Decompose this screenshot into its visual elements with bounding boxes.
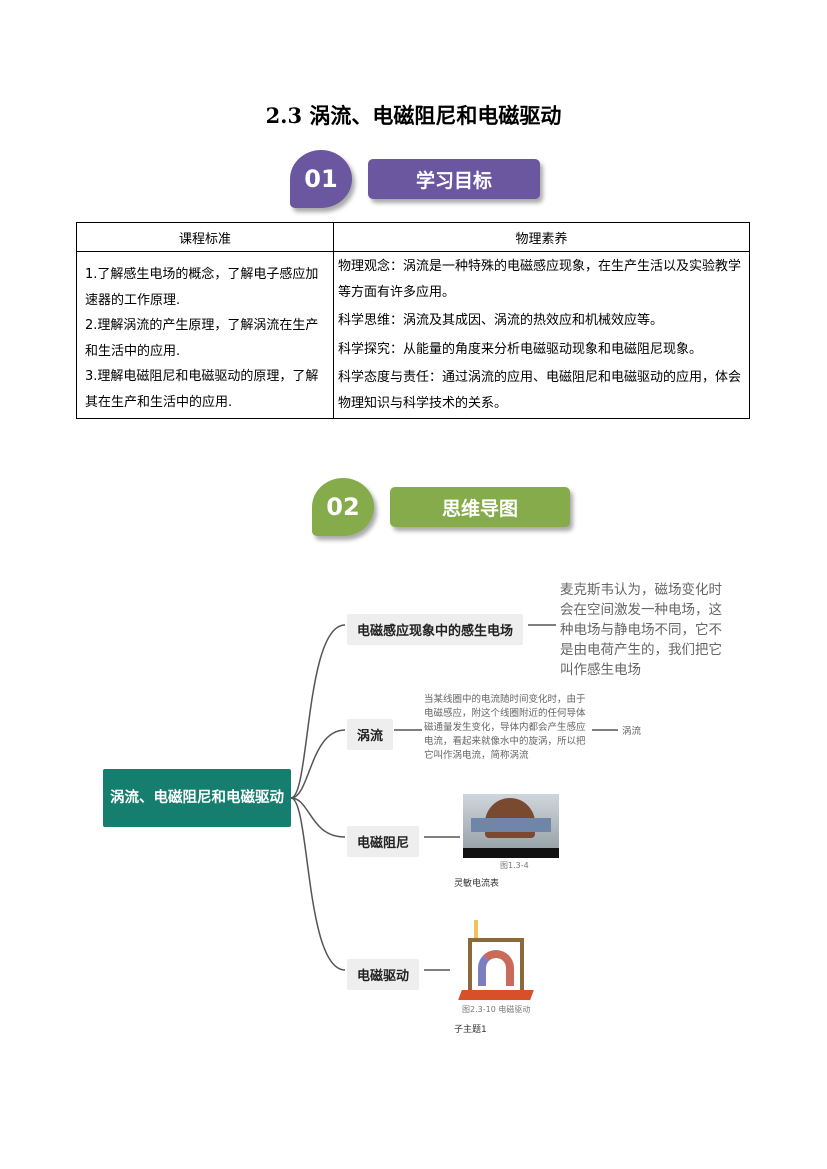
section-number: 02 [312,478,374,536]
mind-map: 涡流、电磁阻尼和电磁驱动 电磁感应现象中的感生电场 麦克斯韦认为，磁场变化时会在… [0,560,827,1060]
header-literacy: 物理素养 [333,222,750,252]
magnet-drive-image [458,920,534,1002]
note-eddy: 当某线圈中的电流随时间变化时，由于电磁感应，附这个线圈附近的任何导体磁通量发生变… [424,694,586,761]
literacy-item: 科学探究：从能量的角度来分析电磁驱动现象和电磁阻尼现象。 [338,341,703,357]
branch-eddy: 涡流 [347,719,394,750]
section-label: 思维导图 [390,487,570,527]
galvanometer-image [463,794,559,858]
mindmap-root: 涡流、电磁阻尼和电磁驱动 [103,769,291,827]
literacy-item: 科学思维：涡流及其成因、涡流的热效应和机械效应等。 [338,313,664,328]
literacy-item: 物理观念：涡流是一种特殊的电磁感应现象，在生产生活以及实验教学等方面有许多应用。 [338,259,742,300]
branch-drive: 电磁驱动 [347,959,420,990]
image-caption: 图1.3-4 [500,861,529,870]
connector-lines [290,624,618,971]
image-caption: 图2.3-10 电磁驱动 [462,1005,531,1014]
curriculum-item: 1.了解感生电场的概念，了解电子感应加速器的工作原理. [85,267,319,308]
sub-drive: 子主题1 [454,1025,487,1035]
goals-table: 课程标准物理素养 1.了解感生电场的概念，了解电子感应加速器的工作原理. 2.理… [76,222,750,419]
leaf-eddy: 涡流 [622,726,642,737]
note-induced-field: 麦克斯韦认为，磁场变化时会在空间激发一种电场，这种电场与静电场不同，它不是由电荷… [560,582,722,678]
section-label: 学习目标 [368,159,540,199]
branch-damping: 电磁阻尼 [347,826,420,857]
curriculum-item: 3.理解电磁阻尼和电磁驱动的原理，了解其在生产和生活中的应用. [85,369,319,410]
section-header-mindmap: 02 思维导图 [312,478,570,536]
section-number: 01 [290,150,352,208]
literacy-item: 科学态度与责任：通过涡流的应用、电磁阻尼和电磁驱动的应用，体会物理知识与科学技术… [338,370,742,411]
page-title: 2.3 涡流、电磁阻尼和电磁驱动 [265,103,562,128]
curriculum-item: 2.理解涡流的产生原理，了解涡流在生产和生活中的应用. [85,318,319,359]
sub-damping: 灵敏电流表 [454,879,500,889]
header-curriculum: 课程标准 [76,222,334,252]
branch-induced-field: 电磁感应现象中的感生电场 [347,614,524,645]
section-header-goals: 01 学习目标 [290,150,540,208]
